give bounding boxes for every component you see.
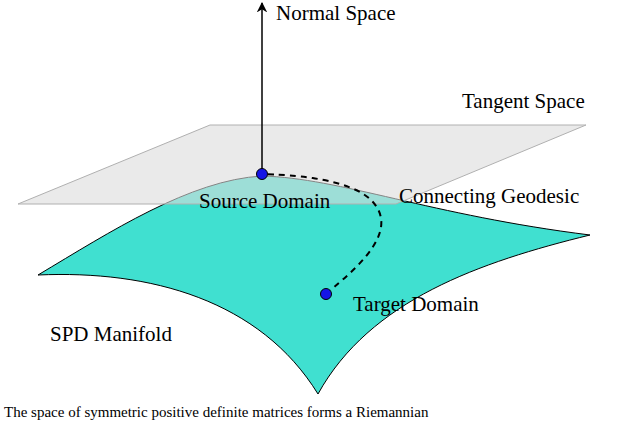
figure-caption: The space of symmetric positive definite… [4,405,428,420]
domain-label: Target Domain [353,294,479,315]
domain-label: Source Domain [199,191,330,212]
figure-label: SPD Manifold [50,324,172,345]
normal-arrow [261,3,263,172]
domain-point: Source Domain [256,168,268,180]
domain-point: Target Domain [320,288,332,300]
figure-label: Normal Space [276,3,396,24]
figure-label: Tangent Space [462,91,585,112]
spd-manifold [38,176,590,394]
edge-label: Connecting Geodesic [399,186,579,207]
